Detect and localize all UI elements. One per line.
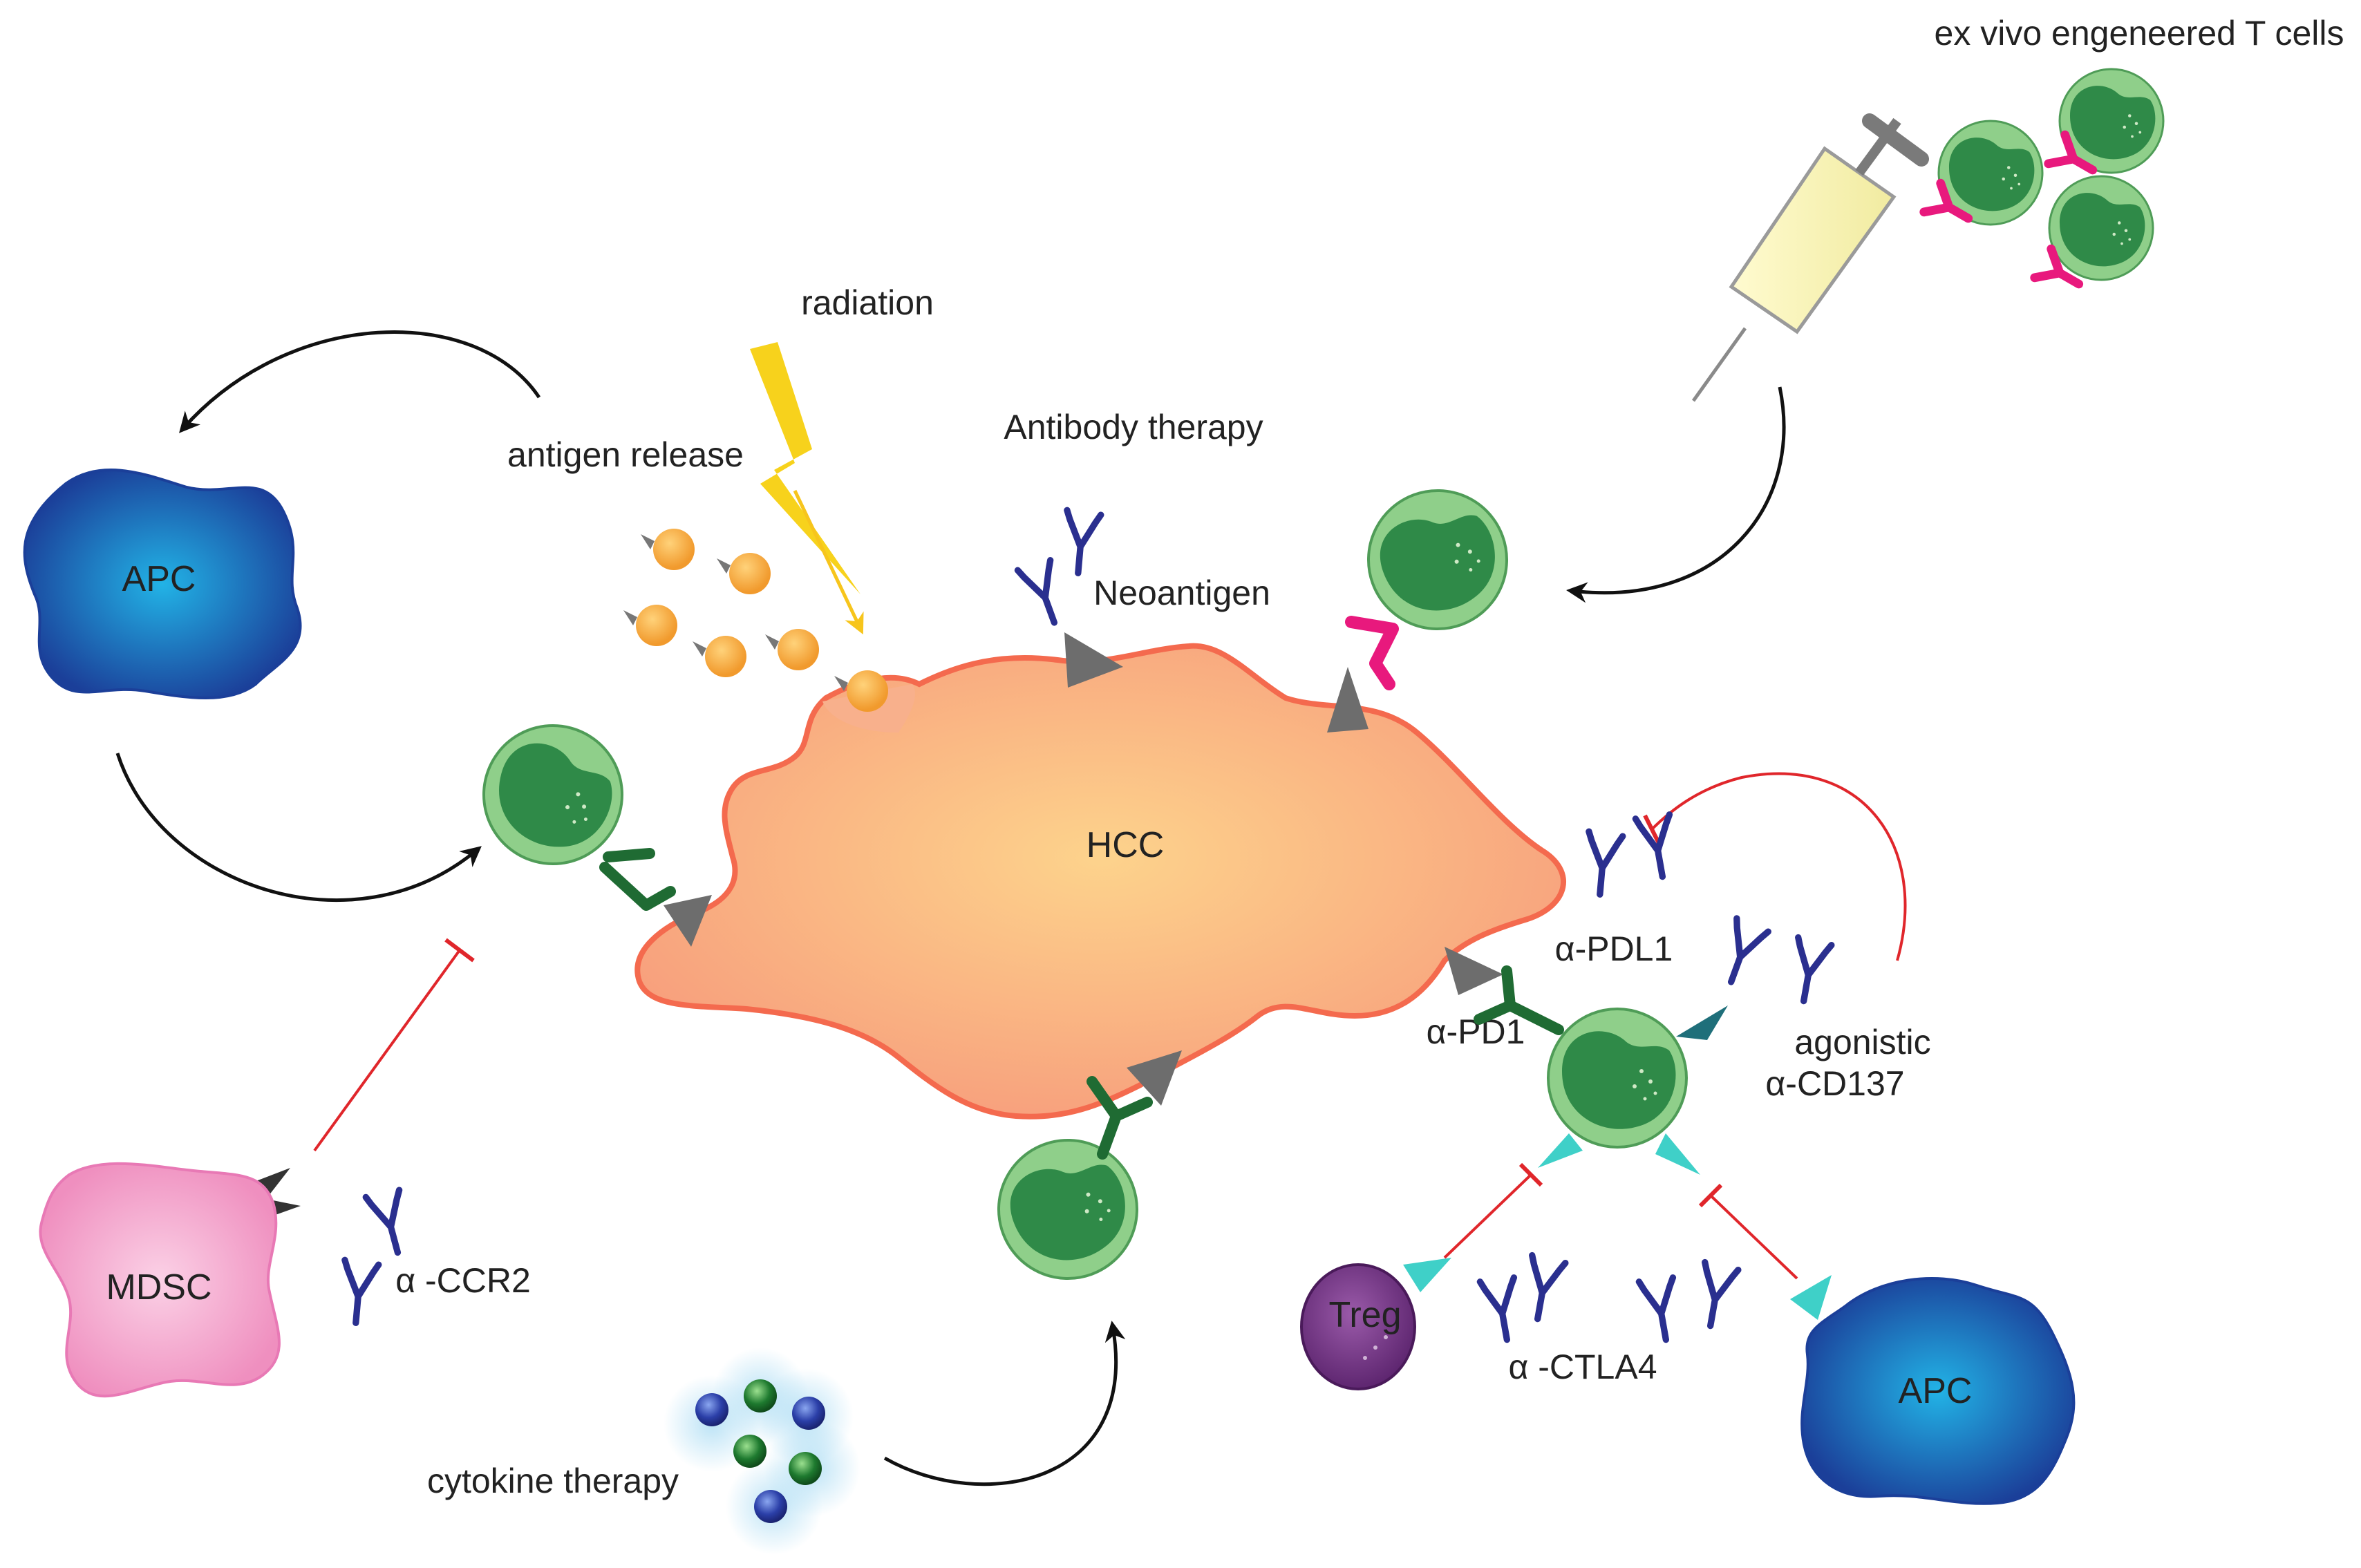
inhibit-treg-bar [1518, 1162, 1543, 1187]
tcr-left [599, 848, 676, 911]
apc-right-cell [1800, 1277, 2076, 1505]
inhibit-cd137-curve [1650, 772, 1907, 961]
neoantigen-lower-right [1445, 947, 1503, 995]
ctla4-receptor-right [1655, 1133, 1700, 1175]
arrow-apc-to-tcell [115, 753, 482, 902]
alpha-cd137-label: α-CD137 [1765, 1064, 1904, 1103]
antibody-therapy-ab2 [1017, 558, 1071, 628]
alpha-ccr2-label: α -CCR2 [395, 1261, 531, 1300]
neoantigen-label: Neoantigen [1093, 574, 1270, 612]
apc-left-cell [23, 469, 302, 699]
ab-ctla4-1 [1480, 1276, 1524, 1342]
syringe [1691, 113, 1929, 402]
neoantigen-bottom [1127, 1050, 1182, 1106]
antibody-therapy-label: Antibody therapy [1004, 408, 1263, 446]
cd137-receptor [1676, 1005, 1728, 1040]
apc-right-receptor [1790, 1275, 1832, 1320]
hcc-tumor-cell [634, 643, 1566, 1120]
ab-ctla4-4 [1694, 1263, 1738, 1329]
alpha-pdl1-label: α-PDL1 [1555, 929, 1673, 968]
treg-receptor [1403, 1258, 1451, 1292]
mdsc-cell [39, 1162, 281, 1398]
ab-ctla4-3 [1639, 1276, 1683, 1342]
car-receptor [1345, 616, 1399, 690]
arrow-cytokine-to-tcell [883, 1321, 1126, 1486]
hcc-label: HCC [1087, 825, 1165, 865]
antigen-release-label: antigen release [507, 435, 744, 474]
alpha-ctla4-label: α -CTLA4 [1508, 1348, 1657, 1386]
cytokines [664, 1348, 860, 1555]
radiation-bolt [750, 342, 860, 594]
antibody-therapy-ab1 [1062, 510, 1101, 574]
pd1-receptor [1474, 965, 1564, 1035]
inhibit-mdsc-bar [444, 938, 475, 963]
inhibit-apc-bar [1698, 1183, 1723, 1208]
neoantigen-left [664, 895, 712, 947]
inhibit-treg-line [1443, 1173, 1532, 1259]
ctla4-receptor-left [1538, 1133, 1583, 1168]
inhibit-mdsc-line [313, 949, 461, 1152]
agonistic-label: agonistic [1794, 1023, 1930, 1061]
mdsc-label: MDSC [106, 1267, 211, 1307]
tcell-right [1547, 1008, 1688, 1149]
treg-cell [1300, 1263, 1416, 1390]
tcell-bottom [977, 1119, 1158, 1300]
arrow-antigen-to-apc [179, 330, 541, 433]
cytokine-therapy-label: cytokine therapy [427, 1462, 679, 1500]
tcr-bottom [1087, 1076, 1153, 1160]
radiation-arrow [793, 489, 864, 635]
ex-vivo-label: ex vivo engeneered T cells [1935, 14, 2344, 53]
inhibit-apc-line [1709, 1194, 1798, 1280]
arrow-syringe-to-tcell [1566, 386, 1786, 603]
apc-left-label: APC [122, 559, 196, 599]
ab-pdl1-1 [1583, 831, 1623, 896]
ab-cd137-2 [1787, 938, 1832, 1004]
neoantigen-right [1327, 667, 1368, 733]
released-antigens [623, 529, 888, 712]
ab-ctla4-2 [1521, 1256, 1565, 1322]
inhibit-cd137-bar [1643, 814, 1661, 844]
treg-label: Treg [1329, 1295, 1402, 1335]
ab-ccr2-2 [339, 1260, 379, 1324]
apc-right-label: APC [1899, 1371, 1973, 1411]
neoantigen-top [1064, 632, 1123, 688]
radiation-label: radiation [801, 283, 934, 322]
ab-cd137-1 [1715, 918, 1769, 988]
engineered-tcell-3 [2048, 175, 2154, 281]
ab-ccr2-1 [366, 1189, 415, 1257]
